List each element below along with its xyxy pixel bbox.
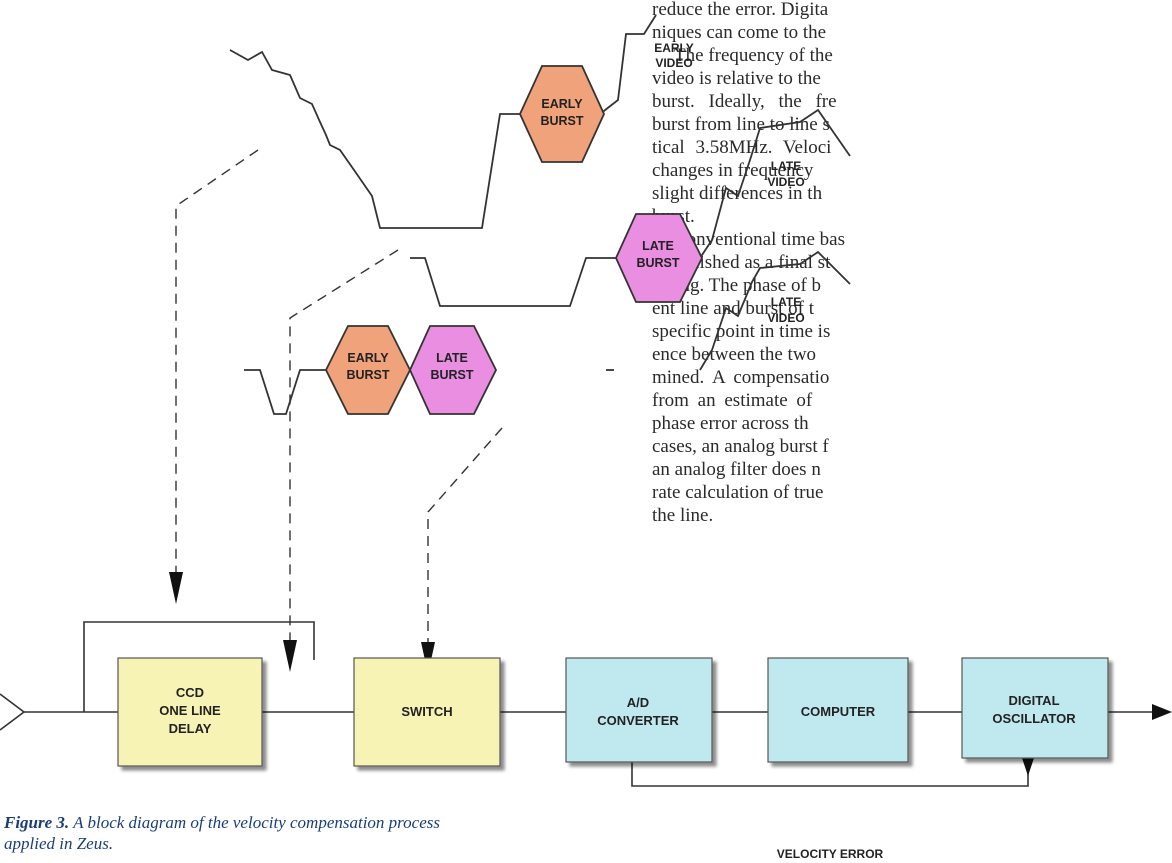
block-ccd-line-2: ONE LINE xyxy=(159,703,221,718)
text-line: niques can come to the xyxy=(652,22,827,43)
text-line: burst. Ideally, the fre xyxy=(652,91,837,112)
late-burst-label-2: BURST xyxy=(636,256,679,270)
block-ccd-line-1: CCD xyxy=(176,685,204,700)
early-video-label-2: VIDEO xyxy=(655,56,692,70)
late-video-2-label-2: VIDEO xyxy=(767,311,804,325)
late-video-label-1: LATE xyxy=(771,159,801,173)
text-line: cases, an analog burst f xyxy=(652,436,829,457)
block-adc-line-2: CONVERTER xyxy=(597,713,679,728)
velocity-error-label: VELOCITY ERROR xyxy=(777,847,884,861)
arrowhead-switch xyxy=(283,640,297,672)
output-arrowhead xyxy=(1152,704,1172,720)
text-line: ence between the two xyxy=(652,344,817,365)
block-digital-oscillator xyxy=(961,657,1109,759)
early-video-trace xyxy=(599,14,657,115)
figure-caption: Figure 3. A block diagram of the velocit… xyxy=(4,812,444,854)
combined-early-burst-label-1: EARLY xyxy=(347,351,389,365)
text-line: essing. The phase of b xyxy=(652,275,822,296)
block-computer-label: COMPUTER xyxy=(801,704,876,719)
arrowhead-ccd xyxy=(169,572,183,604)
late-video-2-label-1: LATE xyxy=(771,295,801,309)
block-computer xyxy=(767,657,909,763)
late-video-trace xyxy=(699,108,851,259)
dashed-pointers xyxy=(175,149,503,642)
text-line: Conventional time bas xyxy=(674,229,845,250)
block-switch-label: SWITCH xyxy=(401,704,452,719)
early-burst-label-1: EARLY xyxy=(541,97,583,111)
block-ccd-line-3: DELAY xyxy=(169,721,212,736)
block-switch xyxy=(353,657,501,767)
bypass-line xyxy=(83,621,315,712)
block-ccd-delay xyxy=(117,657,263,767)
waveform-early xyxy=(229,14,657,229)
text-line: The frequency of the xyxy=(674,45,833,66)
text-line: burst from line to line s xyxy=(652,114,830,135)
text-line: changes in frequency xyxy=(652,160,814,181)
input-chevron xyxy=(0,693,26,731)
text-line: tical 3.58MHz. Veloci xyxy=(652,137,832,158)
waveform-early-line xyxy=(229,49,520,229)
early-video-label-1: EARLY xyxy=(654,41,694,55)
late-burst-hexagon: LATE BURST xyxy=(615,213,704,303)
late-video-label-2: VIDEO xyxy=(767,175,804,189)
combined-late-burst-hexagon: LATE BURST xyxy=(409,325,498,415)
text-line: an analog filter does n xyxy=(652,459,821,480)
text-line: slight differences in th xyxy=(652,183,823,204)
combined-late-burst-label-2: BURST xyxy=(430,368,473,382)
dashed-pointer-late xyxy=(289,249,399,640)
dashed-pointer-combined xyxy=(427,427,503,642)
early-burst-hexagon: EARLY BURST xyxy=(519,65,605,163)
combined-early-burst-hexagon: EARLY BURST xyxy=(324,325,412,415)
text-line: specific point in time is xyxy=(652,321,831,342)
waveform-combined-line xyxy=(244,369,326,415)
text-line: from an estimate of xyxy=(652,390,813,411)
block-ad-converter xyxy=(565,657,713,763)
figure-caption-text: A block diagram of the velocity compensa… xyxy=(4,813,440,853)
combined-early-burst-label-2: BURST xyxy=(346,368,389,382)
early-burst-label-2: BURST xyxy=(540,114,583,128)
waveform-late-line xyxy=(410,257,616,307)
block-osc-line-1: DIGITAL xyxy=(1008,693,1059,708)
late-burst-label-1: LATE xyxy=(642,239,674,253)
combined-late-burst-label-1: LATE xyxy=(436,351,468,365)
block-adc-line-1: A/D xyxy=(627,695,649,710)
text-line: reduce the error. Digita xyxy=(652,0,829,20)
dashed-pointer-early xyxy=(175,149,259,572)
waveform-combined xyxy=(244,250,851,415)
late-video-trace-2 xyxy=(699,250,851,371)
text-line: mined. A compensatio xyxy=(652,367,830,388)
waveform-late xyxy=(410,108,851,307)
text-line: rate calculation of true xyxy=(652,482,824,503)
block-osc-line-2: OSCILLATOR xyxy=(992,711,1076,726)
figure-number: Figure 3. xyxy=(4,813,70,832)
text-line: phase error across th xyxy=(652,413,809,434)
text-line: the line. xyxy=(652,505,714,526)
text-line: ent line and burst of t xyxy=(652,298,814,319)
text-line: video is relative to the xyxy=(652,68,821,89)
